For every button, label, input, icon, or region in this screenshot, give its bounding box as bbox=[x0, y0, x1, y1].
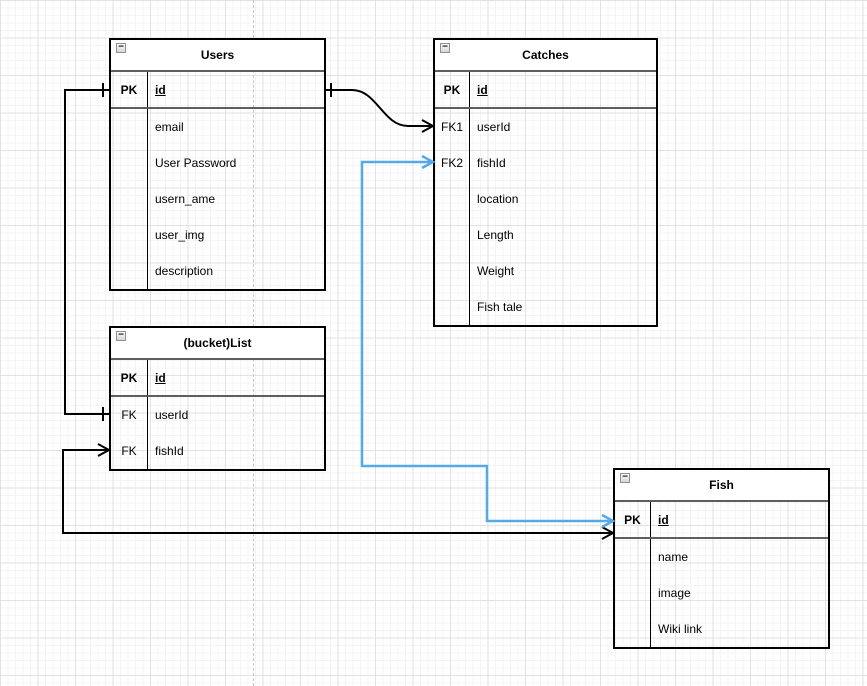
entity-table-users[interactable]: − Users PK id email User Password usern_… bbox=[109, 38, 326, 291]
row-field: id bbox=[477, 82, 488, 97]
table-row[interactable]: user_img bbox=[111, 217, 324, 253]
entity-table-fish[interactable]: − Fish PK id name image Wiki link bbox=[613, 468, 830, 649]
table-header[interactable]: − Catches bbox=[435, 40, 656, 72]
row-key: FK bbox=[111, 397, 148, 433]
row-field: fishId bbox=[477, 156, 506, 170]
table-row[interactable]: PK id bbox=[615, 502, 828, 539]
table-row[interactable]: Weight bbox=[435, 253, 656, 289]
row-key: PK bbox=[111, 72, 148, 107]
row-key: FK bbox=[111, 433, 148, 469]
collapse-icon[interactable]: − bbox=[440, 42, 450, 53]
row-key bbox=[615, 611, 651, 647]
table-header[interactable]: − (bucket)List bbox=[111, 328, 324, 360]
row-key: PK bbox=[615, 502, 651, 537]
row-field: user_img bbox=[155, 228, 205, 242]
table-row[interactable]: Length bbox=[435, 217, 656, 253]
table-title: Fish bbox=[709, 478, 734, 492]
row-field: User Password bbox=[155, 156, 237, 170]
row-key bbox=[615, 575, 651, 611]
row-key bbox=[435, 253, 470, 289]
table-row[interactable]: image bbox=[615, 575, 828, 611]
row-key: PK bbox=[111, 360, 148, 395]
table-row[interactable]: FK fishId bbox=[111, 433, 324, 469]
table-row[interactable]: Wiki link bbox=[615, 611, 828, 647]
table-row[interactable]: FK1 userId bbox=[435, 109, 656, 145]
table-row[interactable]: name bbox=[615, 539, 828, 575]
table-row[interactable]: PK id bbox=[111, 72, 324, 109]
row-field: userId bbox=[155, 408, 189, 422]
entity-table-bucket-list[interactable]: − (bucket)List PK id FK userId FK fishId bbox=[109, 326, 326, 471]
row-field: email bbox=[155, 120, 184, 134]
collapse-icon[interactable]: − bbox=[116, 42, 126, 53]
collapse-icon[interactable]: − bbox=[116, 330, 126, 341]
collapse-icon[interactable]: − bbox=[620, 472, 630, 483]
row-key bbox=[111, 145, 148, 181]
row-field: id bbox=[155, 370, 166, 385]
row-field: Fish tale bbox=[477, 300, 523, 314]
row-key bbox=[615, 539, 651, 575]
table-row[interactable]: FK userId bbox=[111, 397, 324, 433]
row-key bbox=[111, 109, 148, 145]
row-field: Length bbox=[477, 228, 514, 242]
row-key bbox=[435, 181, 470, 217]
table-row[interactable]: description bbox=[111, 253, 324, 289]
row-field: Wiki link bbox=[658, 622, 702, 636]
table-title: Catches bbox=[522, 48, 569, 62]
row-field: location bbox=[477, 192, 519, 206]
row-field: fishId bbox=[155, 444, 184, 458]
row-field: Weight bbox=[477, 264, 515, 278]
row-field: userId bbox=[477, 120, 511, 134]
table-row[interactable]: FK2 fishId bbox=[435, 145, 656, 181]
row-key bbox=[111, 253, 148, 289]
table-row[interactable]: location bbox=[435, 181, 656, 217]
row-field: name bbox=[658, 550, 689, 564]
entity-table-catches[interactable]: − Catches PK id FK1 userId FK2 fishId lo… bbox=[433, 38, 658, 327]
table-row[interactable]: PK id bbox=[111, 360, 324, 397]
row-key bbox=[435, 289, 470, 325]
row-key bbox=[111, 181, 148, 217]
table-header[interactable]: − Users bbox=[111, 40, 324, 72]
row-key bbox=[435, 217, 470, 253]
row-key bbox=[111, 217, 148, 253]
row-key: PK bbox=[435, 72, 470, 107]
row-field: id bbox=[155, 82, 166, 97]
row-field: image bbox=[658, 586, 691, 600]
table-header[interactable]: − Fish bbox=[615, 470, 828, 502]
table-row[interactable]: usern_ame bbox=[111, 181, 324, 217]
row-field: id bbox=[658, 512, 669, 527]
row-key: FK1 bbox=[435, 109, 470, 145]
table-title: (bucket)List bbox=[183, 336, 252, 350]
table-row[interactable]: email bbox=[111, 109, 324, 145]
table-row[interactable]: PK id bbox=[435, 72, 656, 109]
row-field: usern_ame bbox=[155, 192, 216, 206]
table-row[interactable]: Fish tale bbox=[435, 289, 656, 325]
row-field: description bbox=[155, 264, 214, 278]
table-title: Users bbox=[200, 48, 235, 62]
row-key: FK2 bbox=[435, 145, 470, 181]
table-row[interactable]: User Password bbox=[111, 145, 324, 181]
